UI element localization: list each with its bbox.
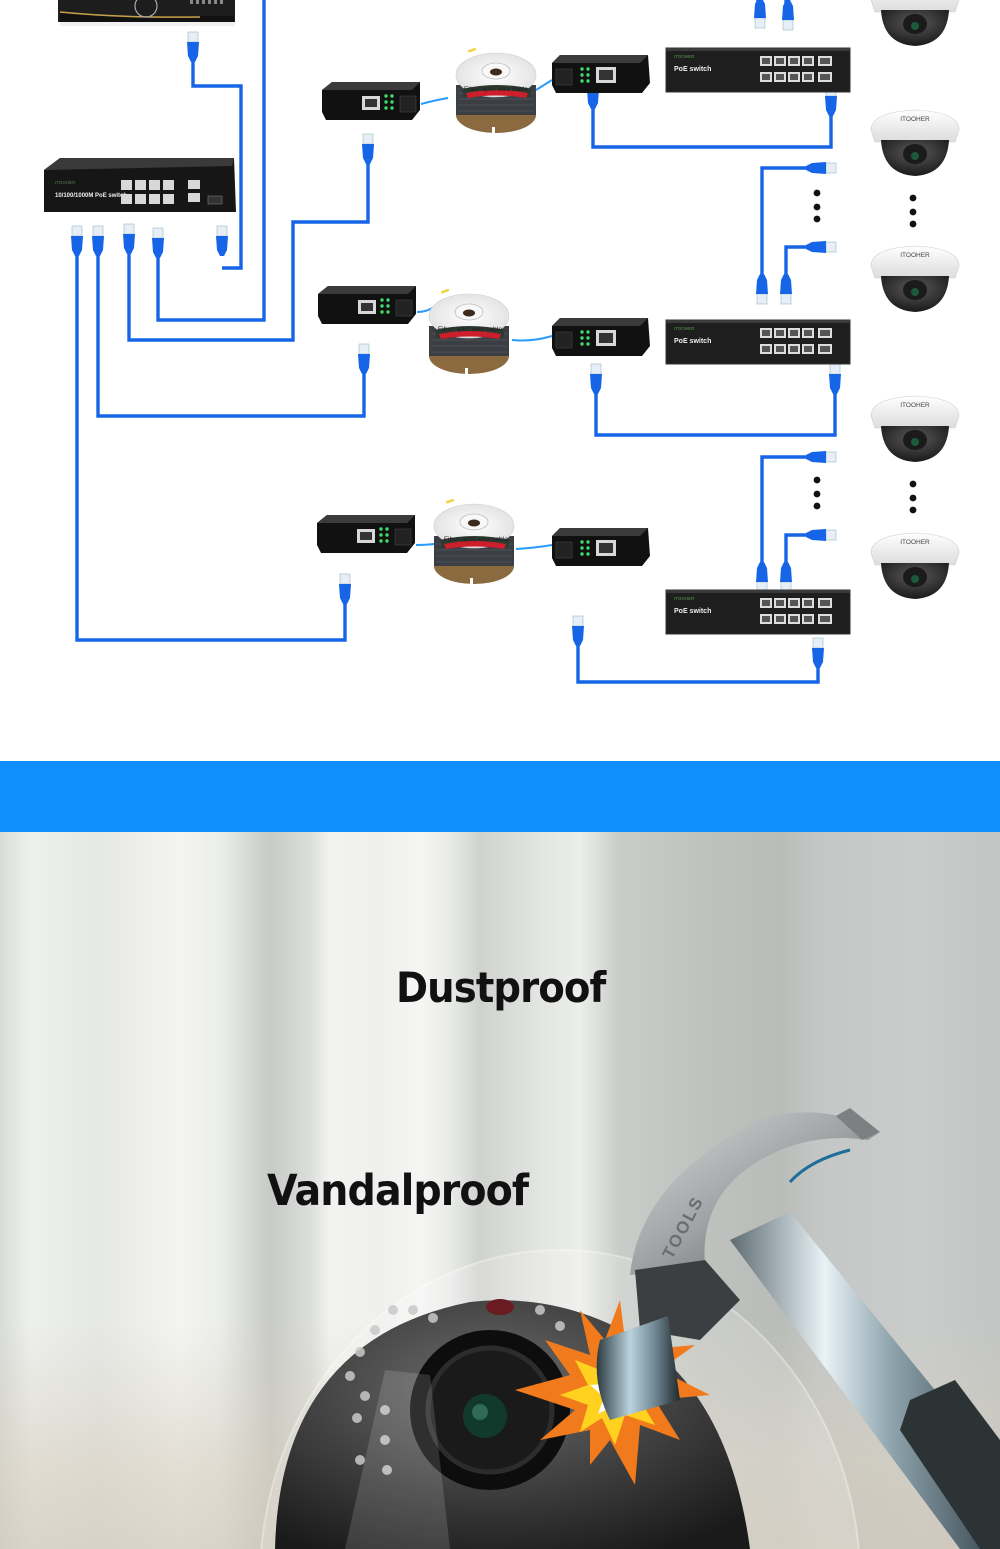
core-switch-model: 10/100/1000M PoE switch [55,193,127,199]
svg-text:ITOOHER: ITOOHER [900,116,930,123]
feature-headline-vandalproof: Vandalproof [267,1166,529,1216]
hammer-icon: TOOLS [596,1108,1000,1549]
poe-switch-label: PoE switch [674,66,711,73]
core-poe-switch: ITOOHER 10/100/1000M PoE switch [44,158,236,212]
dome-camera: ITOOHER [870,245,960,313]
media-converter-b [551,54,651,94]
dome-camera: ITOOHER [870,395,960,463]
svg-text:ITOOHER: ITOOHER [674,326,695,331]
core-switch-brand: ITOOHER [55,180,76,185]
svg-text:PoE switch: PoE switch [674,608,711,615]
fiber-link-1: Fiber optic wire cable ITOOHER PoE switc… [321,47,851,134]
network-diagram: ITOOHER 10/100/1000M PoE switch Fiber op… [0,0,1000,761]
svg-text:PoE switch: PoE switch [674,338,711,345]
media-converter-a [321,81,421,121]
fiber-link-2: Fiber optic wire cable ITOOHER PoE switc… [317,285,851,375]
nvr-recorder [58,0,235,26]
svg-text:ITOOHER: ITOOHER [900,539,930,546]
feature-photo-scene: TOOLS [0,832,1000,1549]
dome-camera: ITOOHER [870,109,960,177]
spool-label: Fiber optic wire cable [464,86,528,93]
svg-text:ITOOHER: ITOOHER [674,54,695,59]
feature-headline-dustproof: Dustproof [396,963,606,1012]
section-divider-band [0,761,1000,832]
svg-text:Fiber optic wire cable: Fiber optic wire cable [438,326,502,333]
ip-cameras: ITOOHER ITOOHER ITOOHER ITOOHER [870,0,960,600]
dome-camera: ITOOHER [870,532,960,600]
svg-text:Fiber optic wire cable: Fiber optic wire cable [444,536,508,543]
svg-text:ITOOHER: ITOOHER [674,596,695,601]
ellipsis-dots [813,189,917,514]
svg-text:ITOOHER: ITOOHER [900,252,930,259]
svg-text:ITOOHER: ITOOHER [900,402,930,409]
fiber-link-3: Fiber optic wire cable ITOOHER PoE switc… [316,498,851,635]
